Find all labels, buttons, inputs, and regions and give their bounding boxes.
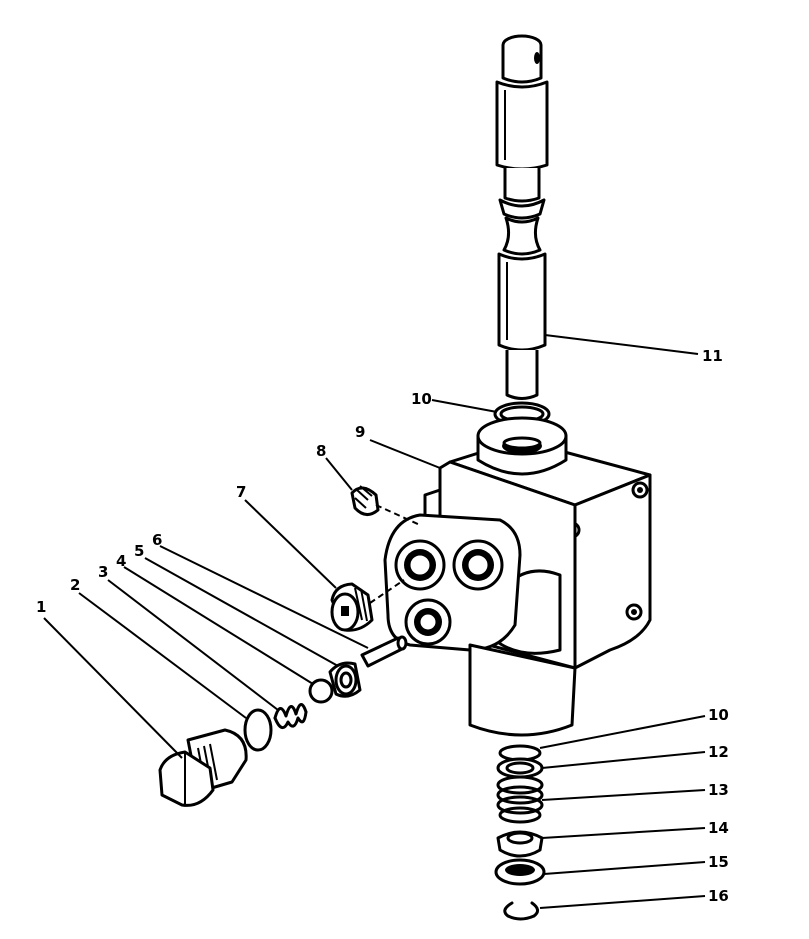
callout-4: 4: [116, 552, 126, 570]
spring-part-13: [496, 775, 544, 824]
callout-7: 7: [236, 483, 246, 501]
callout-14: 14: [708, 819, 729, 837]
plunger-part-6: [360, 635, 408, 668]
callout-3: 3: [98, 563, 108, 581]
callout-16: 16: [708, 887, 729, 905]
callout-13: 13: [708, 781, 729, 799]
ball-part-4: [308, 678, 334, 704]
callout-12: 12: [708, 743, 729, 761]
cap-part-1: [158, 728, 248, 807]
spring-part-3: [273, 703, 308, 730]
callout-15: 15: [708, 853, 729, 871]
callout-10-bottom: 10: [708, 706, 729, 724]
valve-body-part-9: [383, 416, 652, 737]
callout-6: 6: [152, 531, 162, 549]
callout-2: 2: [70, 576, 80, 594]
spool-part-11: [495, 34, 549, 400]
o-ring-part-2: [243, 708, 273, 752]
seat-part-5: [328, 661, 362, 698]
plug-part-7: [330, 582, 374, 632]
washer-part-12: [496, 757, 544, 779]
callout-10-top: 10: [411, 390, 432, 408]
leader-lines: [43, 334, 706, 909]
retainer-part-14: [496, 830, 544, 858]
plug-part-8: [350, 485, 380, 516]
snap-ring-part-16: [503, 901, 539, 921]
callout-8: 8: [316, 442, 326, 460]
washer-part-15: [494, 858, 546, 886]
callout-1: 1: [36, 598, 46, 616]
callout-labels: 1 2 3 4 5 6 7 8 9 10 11 10 12 13 14 15 1…: [36, 347, 729, 905]
callout-5: 5: [134, 542, 144, 560]
callout-9: 9: [355, 423, 365, 441]
callout-11: 11: [702, 347, 723, 365]
